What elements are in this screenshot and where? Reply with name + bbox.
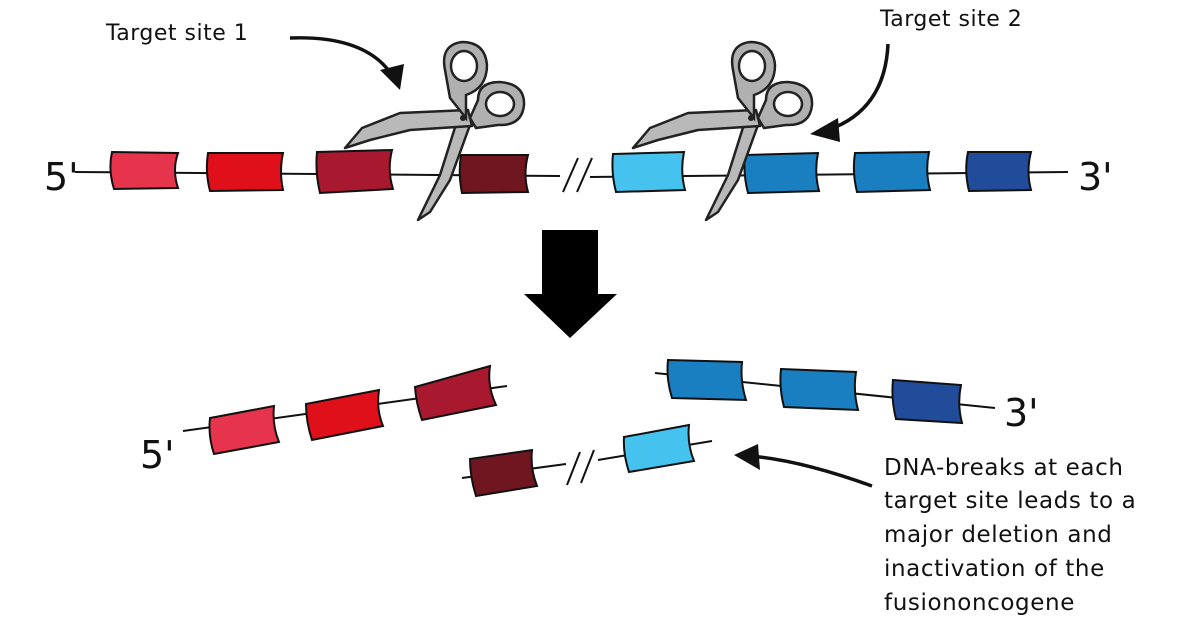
deletion-note: DNA-breaks at each target site leads to … bbox=[884, 455, 1136, 616]
five-prime-label: 5' bbox=[140, 433, 175, 477]
down-arrow-icon bbox=[524, 230, 617, 338]
exon-maroon bbox=[458, 154, 530, 195]
exon-red-light bbox=[109, 150, 180, 191]
three-prime-label: 3' bbox=[1078, 155, 1113, 199]
break-mark bbox=[562, 157, 593, 193]
curved-arrow-icon bbox=[289, 36, 404, 90]
note-line: fusiononcogene bbox=[884, 590, 1075, 616]
fragment-5prime: 5' bbox=[140, 364, 508, 477]
break-mark bbox=[566, 449, 595, 486]
exon-blue-dark bbox=[965, 151, 1033, 193]
fragment-fused bbox=[461, 423, 713, 498]
target-site-1-label: Target site 1 bbox=[105, 21, 248, 46]
target-site-2-label: Target site 2 bbox=[879, 7, 1022, 32]
exon-blue bbox=[743, 151, 821, 195]
scissors-icon bbox=[631, 40, 814, 222]
scissors-icon bbox=[343, 40, 526, 222]
note-line: major deletion and bbox=[884, 522, 1112, 548]
note-line: inactivation of the bbox=[884, 556, 1105, 582]
three-prime-label: 3' bbox=[1004, 391, 1039, 435]
exon-blue-light bbox=[611, 150, 687, 194]
exon-red-dark bbox=[315, 148, 395, 195]
exon-red bbox=[205, 152, 285, 193]
intact-gene: 5' 3' bbox=[44, 148, 1113, 199]
five-prime-label: 5' bbox=[44, 155, 79, 199]
fragment-3prime: 3' bbox=[654, 358, 1039, 435]
note-line: DNA-breaks at each bbox=[884, 455, 1124, 481]
curved-arrow-icon bbox=[810, 43, 890, 142]
note-line: target site leads to a bbox=[884, 488, 1136, 514]
curved-arrow-icon bbox=[734, 444, 873, 488]
exon-blue bbox=[852, 150, 932, 194]
